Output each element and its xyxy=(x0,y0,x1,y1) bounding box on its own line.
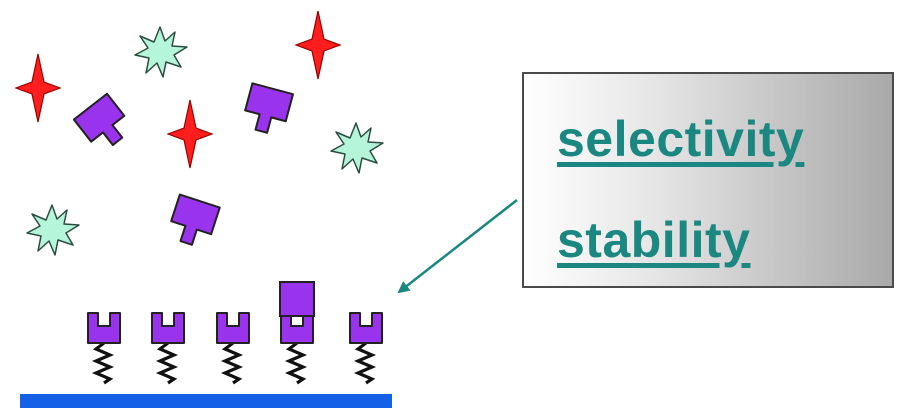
linker-spring-icon xyxy=(158,341,176,385)
substrate-surface xyxy=(20,394,392,408)
burst-molecule-icon xyxy=(26,204,80,256)
analyte-molecule-icon xyxy=(72,92,136,156)
star-molecule-icon xyxy=(295,10,341,80)
stability-label: stability xyxy=(557,212,751,268)
receptor-icon xyxy=(151,312,185,344)
receptor-icon xyxy=(349,312,383,344)
linker-spring-icon xyxy=(356,341,374,385)
linker-spring-icon xyxy=(287,341,305,385)
star-molecule-icon xyxy=(167,99,213,169)
callout-box: selectivity stability xyxy=(522,72,894,288)
linker-spring-icon xyxy=(94,341,112,385)
receptor-icon xyxy=(87,312,121,344)
burst-molecule-icon xyxy=(134,26,188,78)
analyte-molecule-icon xyxy=(165,193,221,251)
analyte-molecule-icon xyxy=(240,82,294,138)
selectivity-label: selectivity xyxy=(557,111,805,167)
linker-spring-icon xyxy=(223,341,241,385)
bound-analyte-icon xyxy=(279,281,315,317)
burst-molecule-icon xyxy=(330,122,384,174)
star-molecule-icon xyxy=(15,53,61,123)
callout-arrow xyxy=(397,199,518,294)
receptor-icon xyxy=(216,312,250,344)
receptor-icon xyxy=(280,312,314,344)
